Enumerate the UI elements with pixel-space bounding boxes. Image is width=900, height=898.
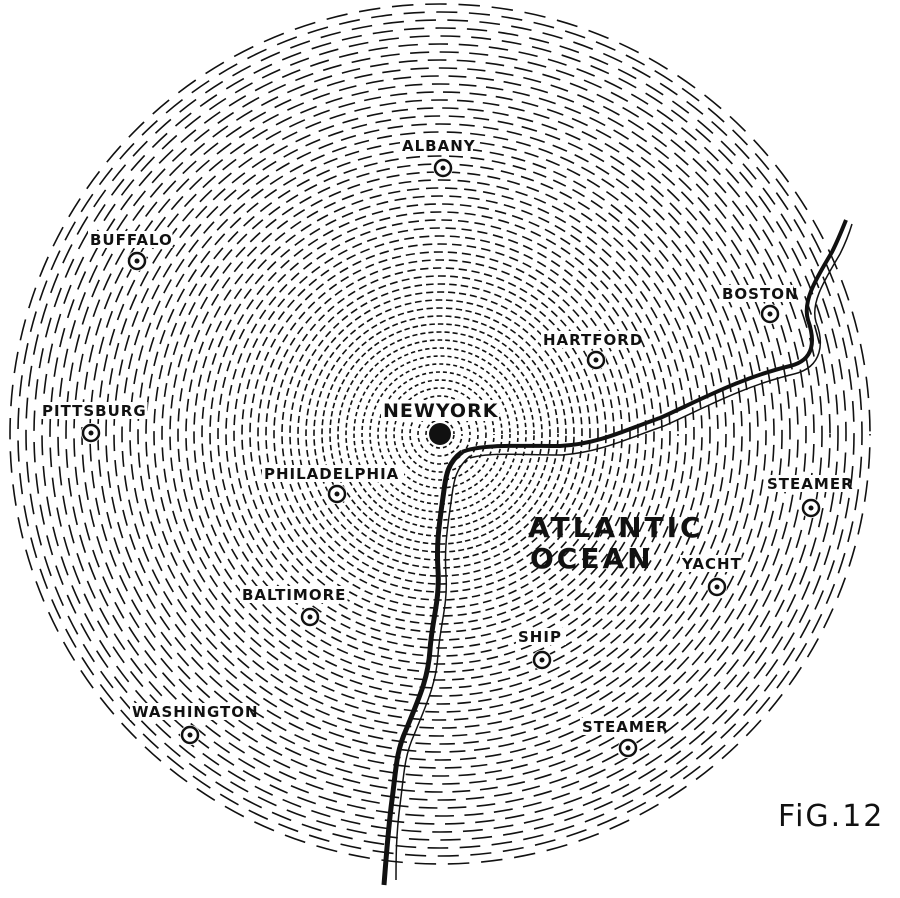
wave-ring bbox=[105, 99, 775, 769]
station-ring-icon bbox=[532, 650, 552, 670]
station-label: SHIP bbox=[518, 628, 562, 646]
wave-ring bbox=[121, 115, 759, 753]
station-label-bg bbox=[262, 465, 404, 482]
wave-ring bbox=[137, 131, 743, 737]
new-york-label: NEWYORK bbox=[383, 400, 499, 422]
wave-ring bbox=[273, 267, 607, 601]
station-label-bg bbox=[240, 586, 348, 603]
coastline-south bbox=[381, 449, 464, 886]
station-label: STEAMER bbox=[767, 475, 854, 493]
wave-ring bbox=[217, 211, 663, 657]
station-ring-icon bbox=[801, 498, 821, 518]
wave-ring bbox=[201, 195, 679, 673]
station-center-dot bbox=[307, 614, 313, 620]
figure-caption: FiG.12 bbox=[778, 799, 884, 834]
station-ring-icon bbox=[586, 350, 606, 370]
station-label: PITTSBURG bbox=[42, 402, 147, 420]
wave-ring bbox=[209, 203, 671, 665]
wave-ring bbox=[113, 107, 767, 761]
station-label: HARTFORD bbox=[543, 331, 643, 349]
new-york-hub-dot bbox=[429, 423, 451, 445]
station-label-bg bbox=[88, 231, 173, 248]
wave-ring bbox=[393, 387, 487, 481]
station-ring-icon bbox=[127, 251, 147, 271]
wave-ring bbox=[153, 147, 727, 721]
station-label-bg bbox=[400, 137, 473, 154]
wave-ring bbox=[385, 379, 495, 489]
coastline-east-shoal bbox=[469, 223, 853, 459]
station-label-bg bbox=[516, 628, 566, 645]
wave-ring bbox=[17, 11, 863, 857]
ocean-label-line2: OCEAN bbox=[530, 542, 654, 575]
wave-ring bbox=[361, 355, 519, 513]
station-center-dot bbox=[134, 258, 140, 264]
wave-ring bbox=[345, 339, 535, 529]
wave-ring bbox=[249, 243, 631, 625]
wave-ring bbox=[369, 363, 511, 505]
station-center-dot bbox=[593, 357, 599, 363]
station-center-dot bbox=[187, 732, 193, 738]
station-ring-icon bbox=[300, 607, 320, 627]
coastline bbox=[381, 219, 853, 886]
station-center-dot bbox=[767, 311, 773, 317]
station-center-dot bbox=[334, 491, 340, 497]
station-center-dot bbox=[88, 430, 94, 436]
wave-ring bbox=[337, 331, 543, 537]
station-label-bg bbox=[765, 475, 850, 492]
wave-ring bbox=[241, 235, 639, 633]
station-ring-icon bbox=[760, 304, 780, 324]
wave-ring bbox=[193, 187, 687, 681]
station-label: ALBANY bbox=[402, 137, 476, 155]
station-ring-icon bbox=[707, 577, 727, 597]
wave-ring bbox=[73, 67, 807, 801]
station-center-dot bbox=[714, 584, 720, 590]
station-label: WASHINGTON bbox=[132, 703, 259, 721]
station-label-bg bbox=[541, 331, 637, 348]
station-label: PHILADELPHIA bbox=[264, 465, 399, 483]
hub-label-bg bbox=[381, 400, 499, 421]
wave-ring bbox=[25, 19, 855, 849]
station-label-bg bbox=[580, 718, 665, 735]
wave-ring bbox=[185, 179, 695, 689]
station-label-bg bbox=[130, 703, 249, 720]
wave-ring bbox=[321, 315, 559, 553]
station-center-dot bbox=[539, 657, 545, 663]
coastline-south-shoal bbox=[395, 455, 471, 881]
ocean-label-line1: ATLANTIC bbox=[528, 511, 704, 544]
station-center-dot bbox=[440, 165, 446, 171]
wave-ring bbox=[409, 403, 471, 465]
station-label-bg bbox=[720, 285, 793, 302]
station-labels: ALBANY BUFFALO BOSTON HARTFORD PITTSBURG PHIL… bbox=[40, 137, 854, 736]
wave-ring bbox=[225, 219, 655, 649]
station-label-bg bbox=[680, 555, 742, 572]
station-label: BUFFALO bbox=[90, 231, 173, 249]
wave-ring bbox=[49, 43, 831, 825]
station-center-dot bbox=[808, 505, 814, 511]
station-ring-icon bbox=[618, 738, 638, 758]
station-markers bbox=[81, 158, 821, 758]
station-label: STEAMER bbox=[582, 718, 669, 736]
wave-ring bbox=[33, 27, 847, 841]
wave-ring bbox=[57, 51, 823, 817]
station-ring-icon bbox=[433, 158, 453, 178]
station-label: BOSTON bbox=[722, 285, 799, 303]
station-label: YACHT bbox=[681, 555, 742, 573]
wave-ring bbox=[41, 35, 839, 833]
wave-ring bbox=[401, 395, 479, 473]
station-label-bg bbox=[40, 402, 148, 419]
station-ring-icon bbox=[81, 423, 101, 443]
station-center-dot bbox=[625, 745, 631, 751]
wave-ring bbox=[297, 291, 583, 577]
wave-ring bbox=[9, 3, 871, 865]
wave-ring bbox=[377, 371, 503, 497]
station-ring-icon bbox=[180, 725, 200, 745]
wave-ring bbox=[305, 299, 575, 569]
wave-ring bbox=[161, 155, 719, 713]
wave-ring bbox=[65, 59, 815, 809]
wave-ring bbox=[129, 123, 751, 745]
coastline-east bbox=[461, 219, 848, 454]
station-ring-icon bbox=[327, 484, 347, 504]
station-label: BALTIMORE bbox=[242, 586, 346, 604]
